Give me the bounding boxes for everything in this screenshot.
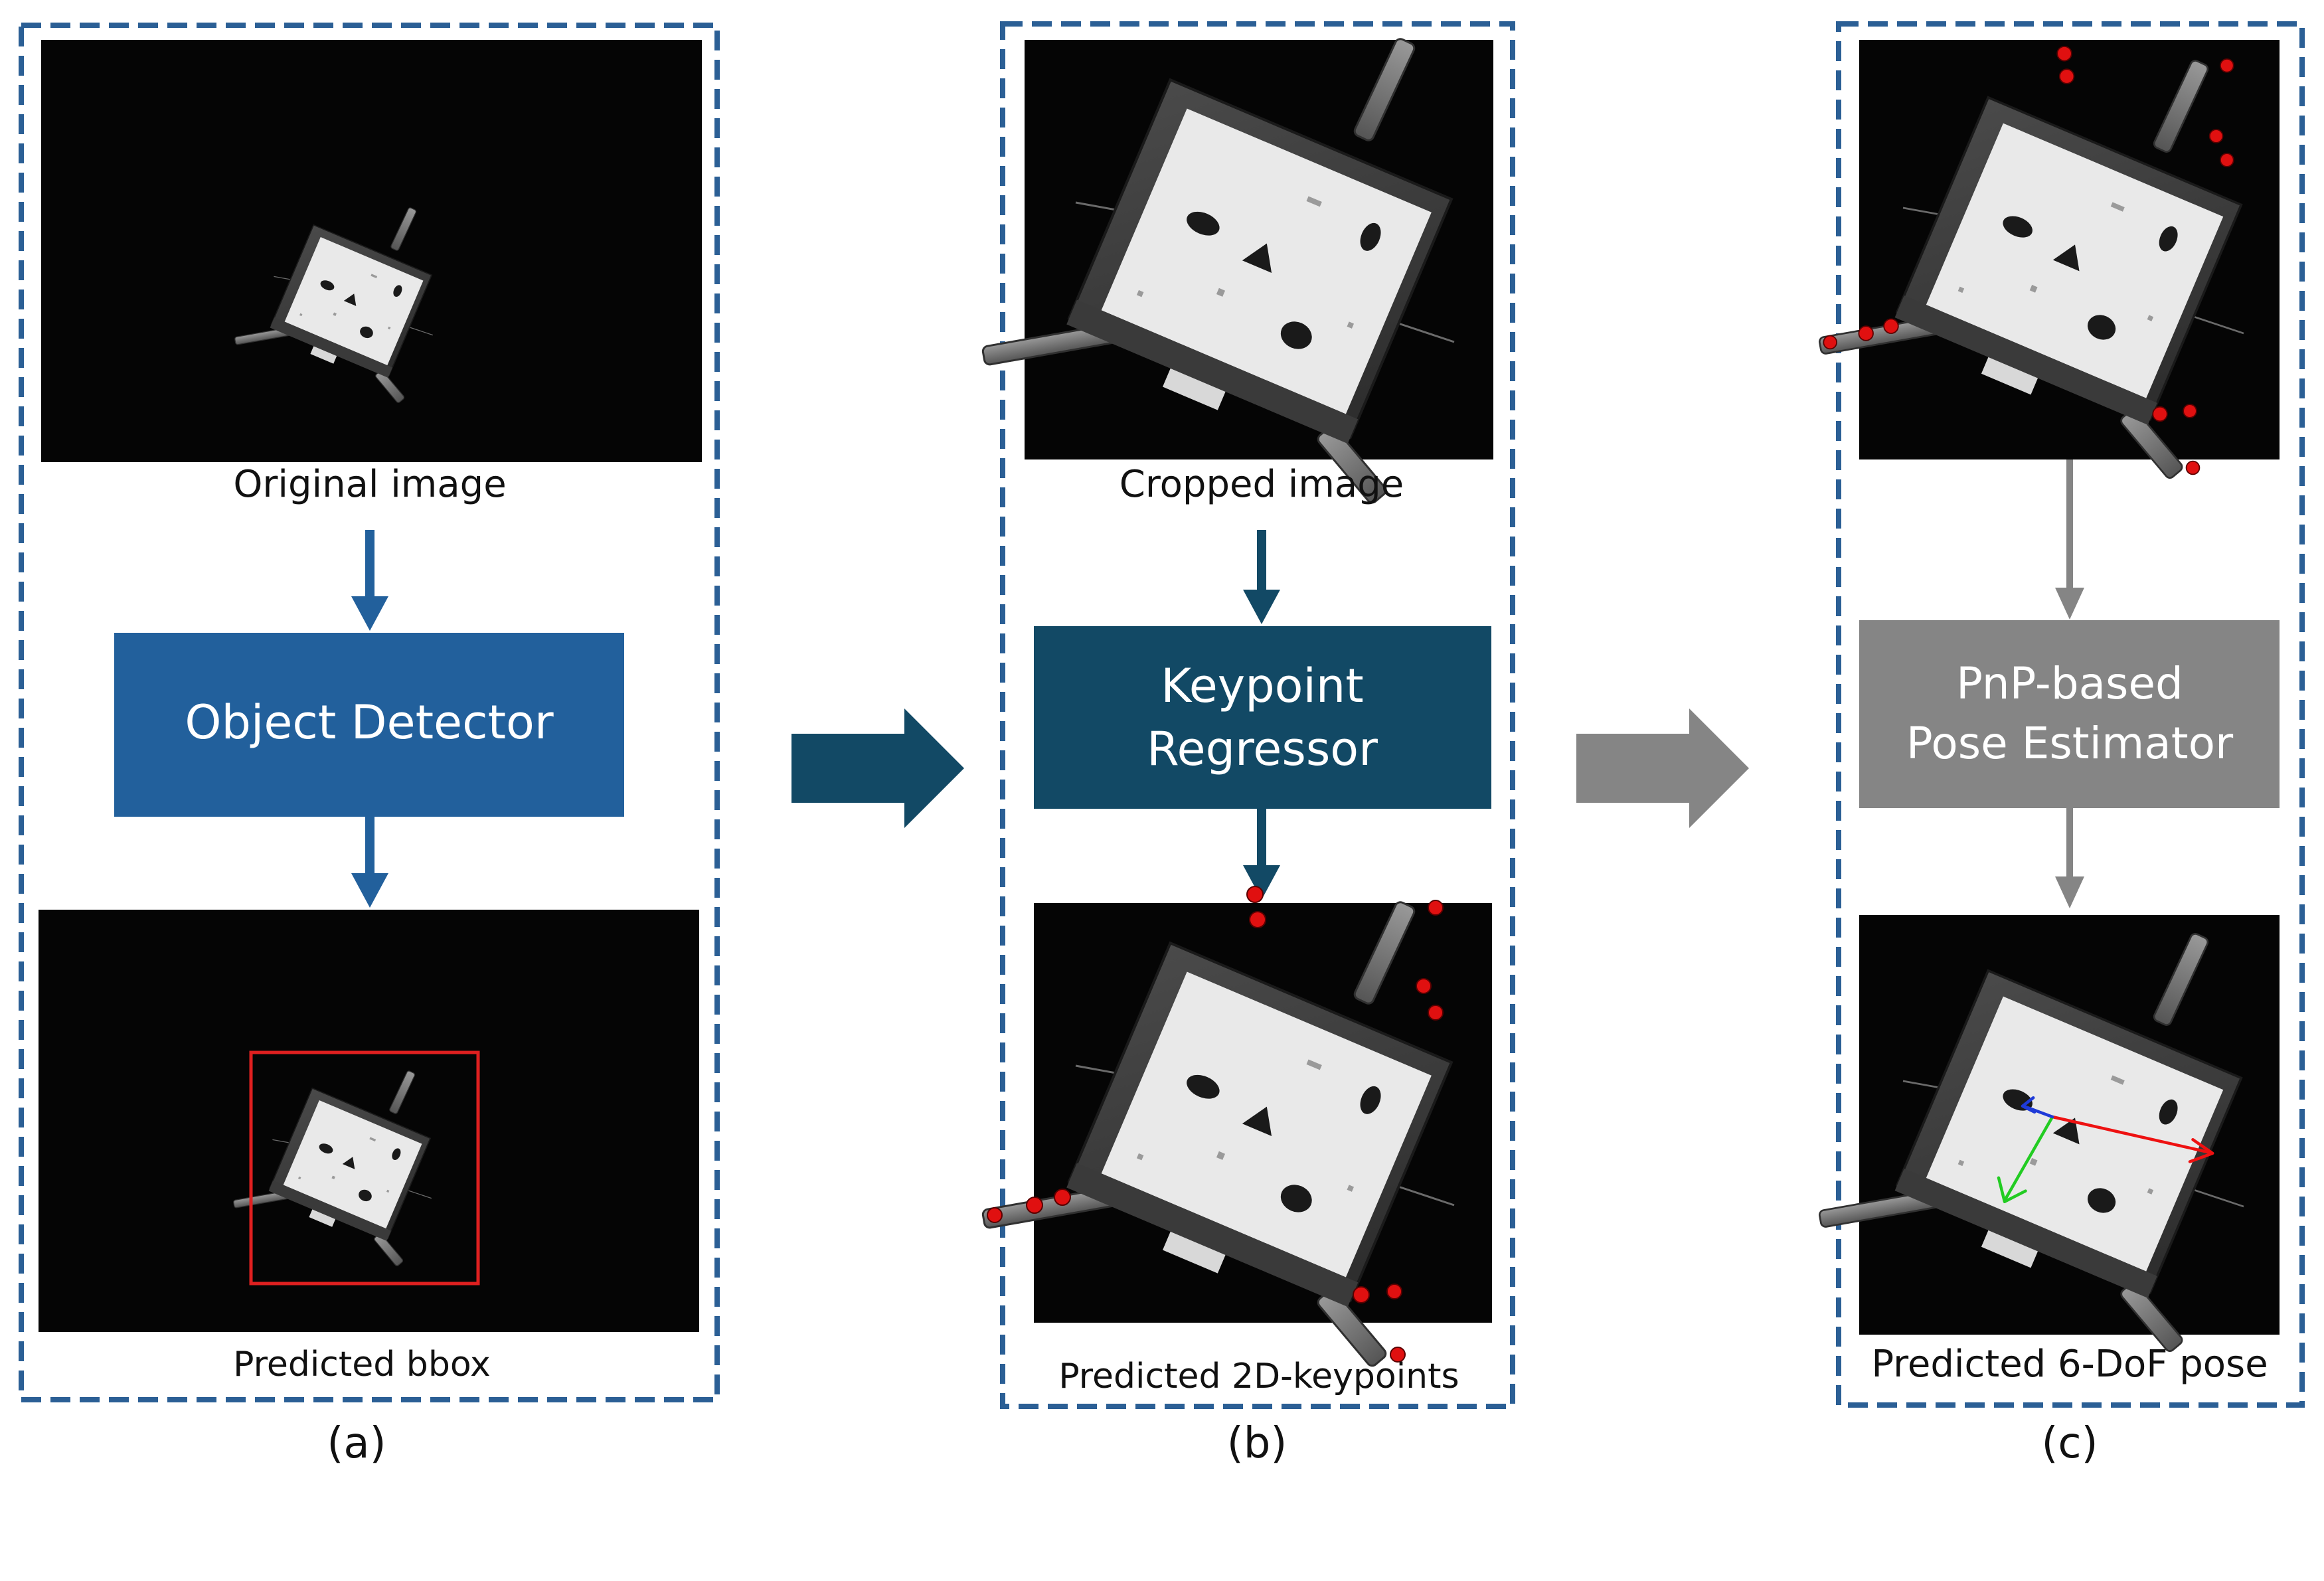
flow-arrow-b2	[1243, 809, 1280, 900]
flow-arrow-a1	[351, 530, 388, 631]
keypoint-regressor-label-line2: Regressor	[1147, 722, 1378, 776]
flow-arrow-c2	[2055, 808, 2084, 908]
pose-estimator-label-line2: Pose Estimator	[1906, 718, 2234, 769]
keypoints-input-image	[1817, 40, 2280, 481]
caption-c: (c)	[2041, 1419, 2098, 1468]
predicted-pose-label: Predicted 6-DoF pose	[1871, 1343, 2268, 1386]
keypoint-regressor-label-line1: Keypoint	[1161, 659, 1363, 713]
panel-a-border	[19, 23, 720, 1402]
cropped-image-label: Cropped image	[1120, 463, 1404, 506]
predicted-pose-image	[1817, 915, 2280, 1355]
predicted-bbox-image	[39, 910, 699, 1332]
predicted-keypoints-image	[981, 886, 1492, 1370]
panel-c-border	[1836, 21, 2305, 1408]
cropped-image	[981, 36, 1493, 507]
flow-arrow-b1	[1243, 530, 1280, 624]
keypoint-regressor-box	[1034, 626, 1491, 809]
pose-estimator-label-line1: PnP-based	[1956, 658, 2183, 709]
flow-arrow-a2	[351, 817, 388, 908]
pose-estimator-box	[1859, 620, 2280, 808]
predicted-keypoints-label: Predicted 2D-keypoints	[1058, 1357, 1459, 1396]
original-image-label: Original image	[233, 463, 506, 506]
flow-arrow-c1	[2055, 459, 2084, 620]
caption-a: (a)	[327, 1419, 386, 1468]
original-image	[41, 40, 702, 462]
bbox-rectangle	[249, 1050, 480, 1286]
flow-arrow-ab	[791, 708, 964, 828]
object-detector-box	[114, 633, 624, 817]
caption-b: (b)	[1227, 1419, 1287, 1468]
object-detector-label: Object Detector	[185, 695, 553, 750]
panel-b: Cropped image Keypoint Regressor Predict…	[981, 21, 1515, 1468]
panel-b-border	[1000, 21, 1515, 1409]
panel-c: PnP-based Pose Estimator Predicted 6-DoF…	[1817, 21, 2305, 1468]
panel-a: Original image Object Detector Predicted…	[19, 23, 720, 1468]
predicted-bbox-label: Predicted bbox	[233, 1345, 491, 1384]
flow-arrow-bc	[1576, 708, 1749, 828]
